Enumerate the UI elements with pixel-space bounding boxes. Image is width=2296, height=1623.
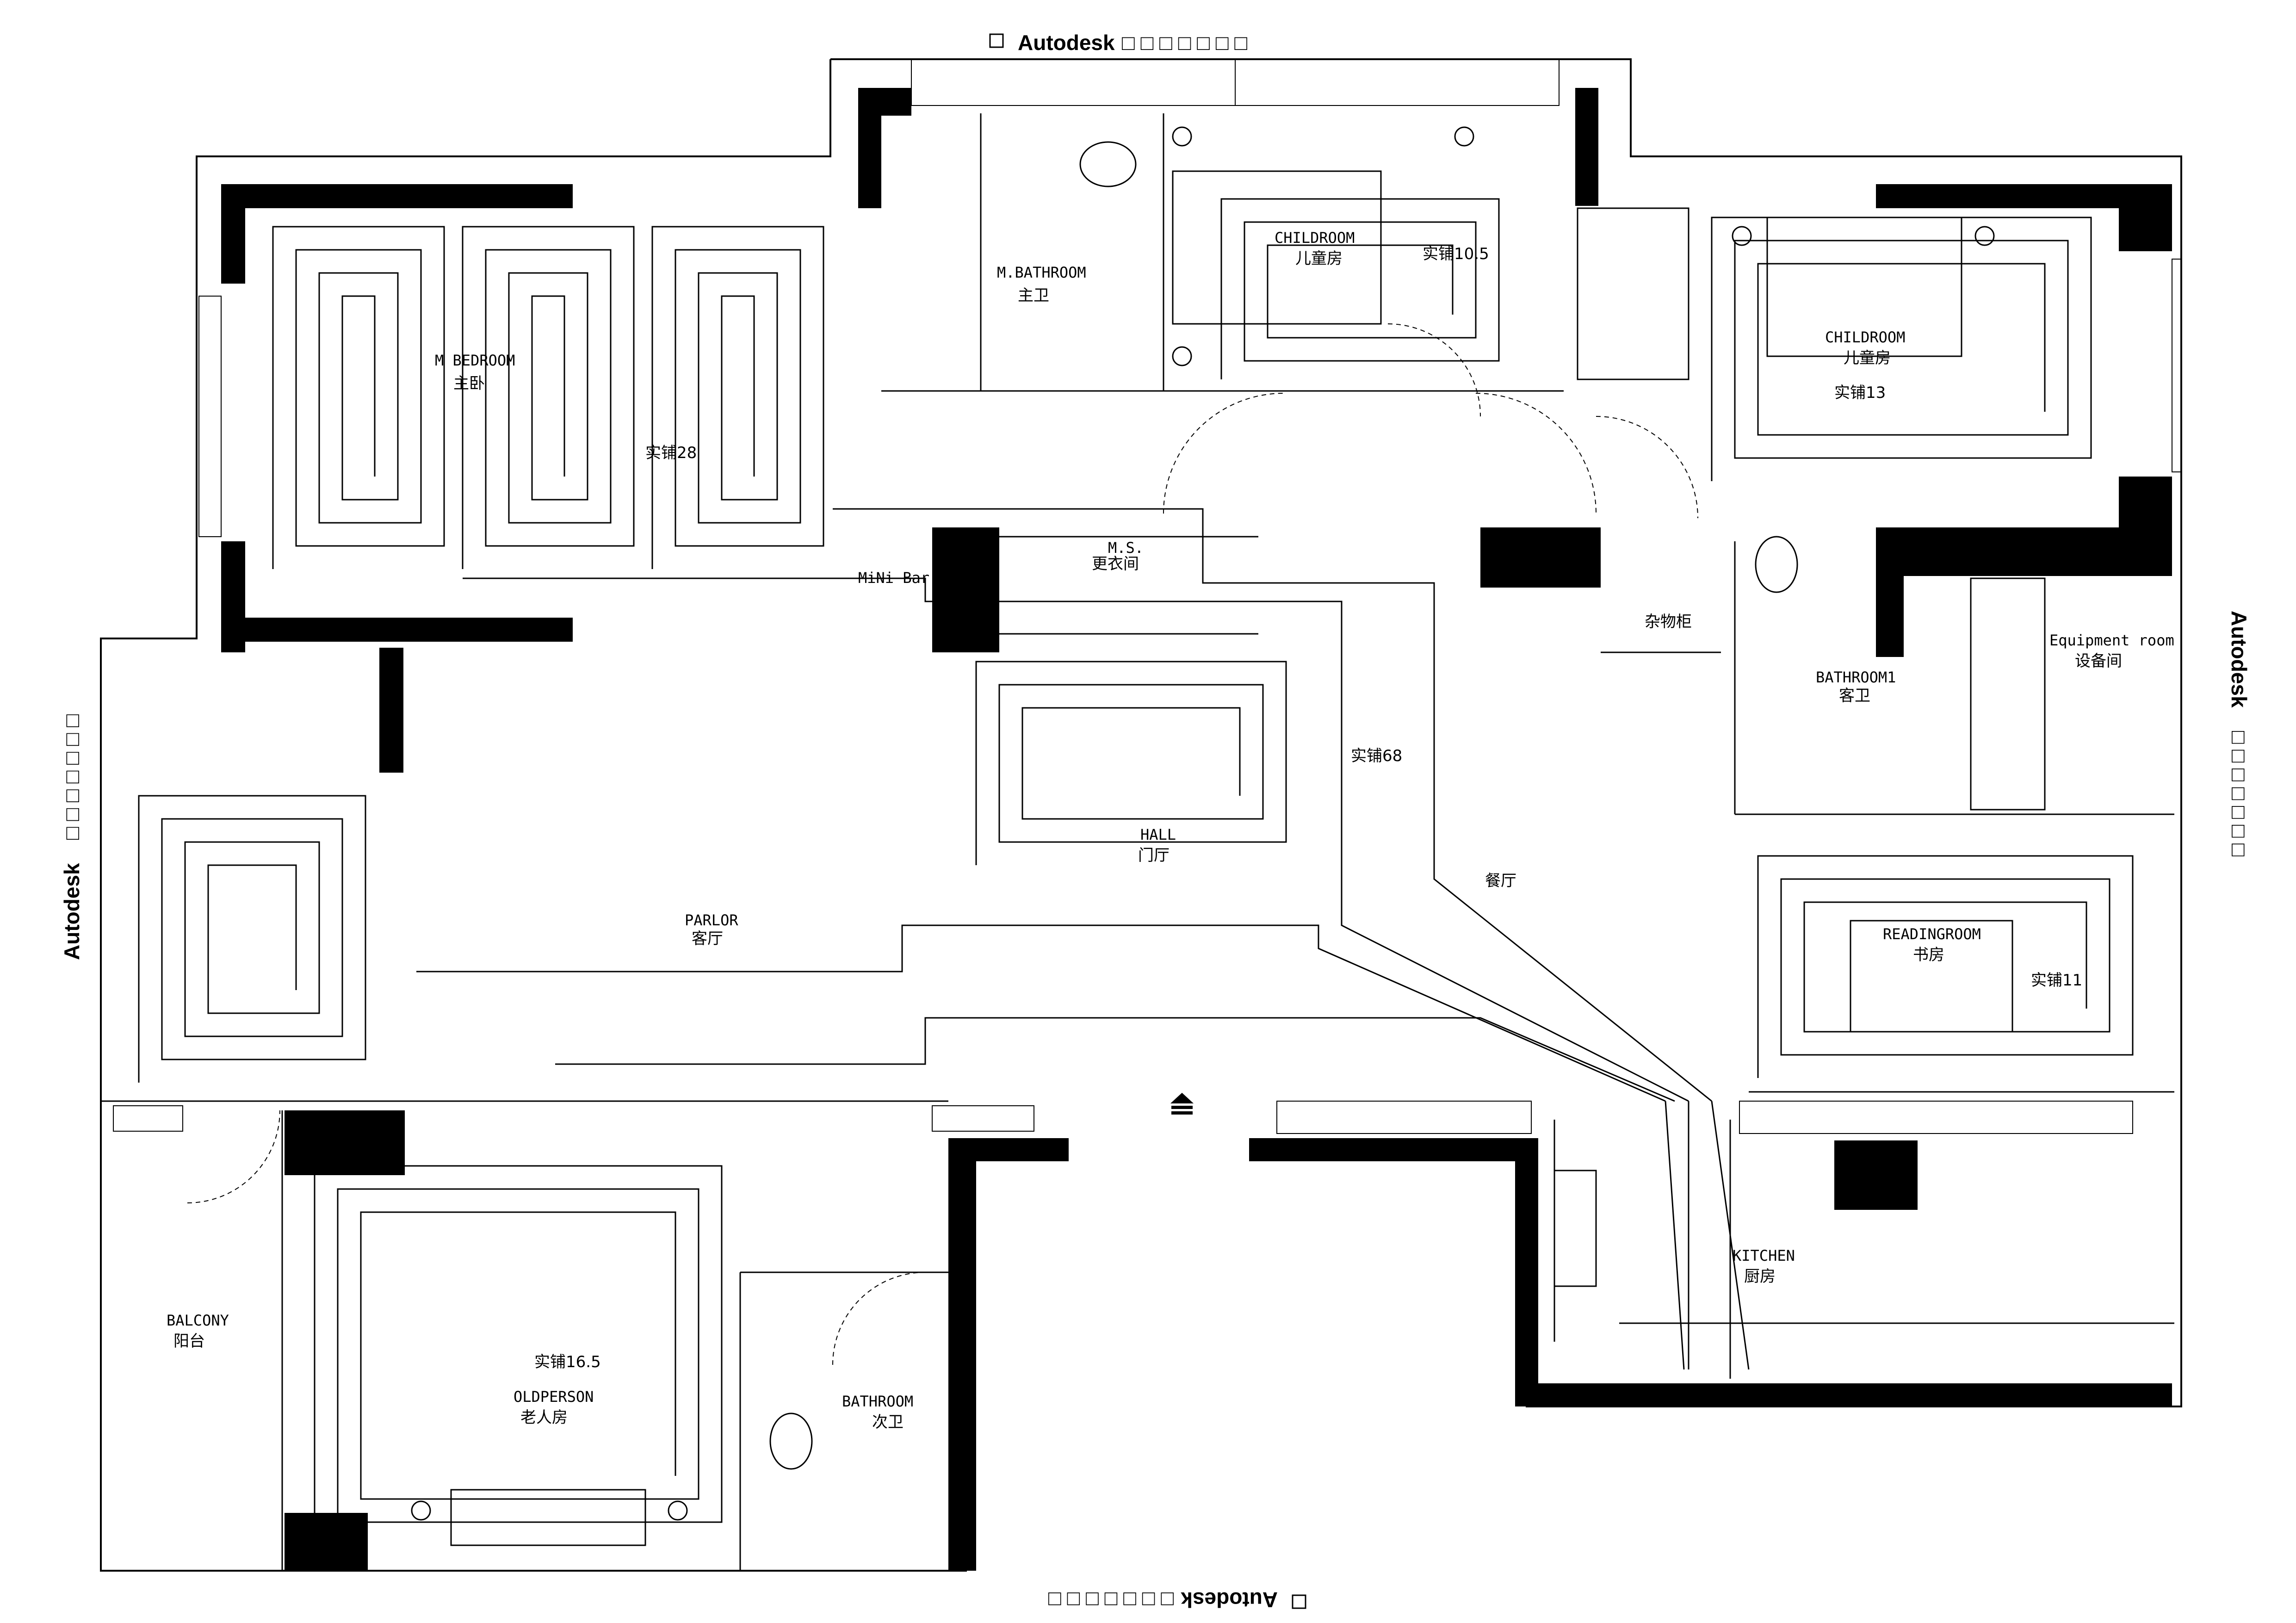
childroom-1-area: 实铺10.5 <box>1423 245 1489 263</box>
ms-zh: 更衣间 <box>1092 555 1139 573</box>
room-labels: M BEDROOM 主卧 实铺28 M.BATHROOM 主卫 CHILDROO… <box>167 229 2174 1431</box>
m-bedroom-zh: 主卧 <box>453 374 485 393</box>
watermark-top: Autodesk □ □ □ □ □ □ □ <box>989 31 1247 55</box>
watermark-right: Autodesk □ □ □ □ □ □ □ <box>2227 611 2251 856</box>
readingroom-zh: 书房 <box>1913 946 1944 964</box>
bathroom-en: BATHROOM <box>842 1393 913 1410</box>
watermark-bottom: Autodesk □ □ □ □ □ □ □ <box>1048 1588 1306 1612</box>
kitchen-zh: 厨房 <box>1744 1267 1776 1286</box>
hall-area: 实铺68 <box>1351 747 1402 765</box>
m-bathroom-en: M.BATHROOM <box>997 264 1086 281</box>
interior-walls <box>101 113 2174 1571</box>
dining-label: 餐厅 <box>1485 872 1516 890</box>
svg-text:Autodesk: Autodesk <box>60 863 84 960</box>
svg-text:Autodesk: Autodesk <box>2227 611 2251 708</box>
watermark-left: Autodesk □ □ □ □ □ □ □ <box>60 714 84 960</box>
hall-zh: 门厅 <box>1138 846 1170 865</box>
bathroom1-zh: 客卫 <box>1839 687 1870 705</box>
readingroom-area: 实铺11 <box>2031 971 2082 990</box>
oldperson-en: OLDPERSON <box>514 1388 594 1406</box>
svg-text:Autodesk: Autodesk <box>1018 31 1115 55</box>
childroom-2-zh: 儿童房 <box>1844 349 1891 367</box>
storage-label: 杂物柜 <box>1645 613 1692 631</box>
oldperson-zh: 老人房 <box>520 1408 568 1427</box>
parlor-en: PARLOR <box>685 911 738 929</box>
minibar-label: MiNi Bar <box>858 569 929 587</box>
parlor-zh: 客厅 <box>692 929 723 948</box>
readingroom-en: READINGROOM <box>1883 925 1981 943</box>
kitchen-en: KITCHEN <box>1733 1247 1795 1264</box>
balcony-en: BALCONY <box>167 1312 229 1329</box>
entrance-marker <box>1170 1093 1194 1115</box>
balcony-zh: 阳台 <box>173 1332 205 1350</box>
childroom-2-en: CHILDROOM <box>1825 328 1905 346</box>
childroom-2-area: 实铺13 <box>1834 384 1886 402</box>
oldperson-area: 实铺16.5 <box>534 1353 601 1371</box>
heating-pipes <box>138 198 2134 1545</box>
windows <box>113 59 2182 1134</box>
hall-en: HALL <box>1140 826 1176 843</box>
childroom-1-en: CHILDROOM <box>1275 229 1355 247</box>
childroom-1-zh: 儿童房 <box>1295 249 1343 268</box>
svg-text:□ □ □ □ □ □ □: □ □ □ □ □ □ □ <box>1048 1588 1174 1612</box>
equipment-en: Equipment room <box>2049 632 2174 649</box>
svg-text:□ □ □ □ □ □ □: □ □ □ □ □ □ □ <box>2227 731 2251 856</box>
bathroom-zh: 次卫 <box>872 1413 904 1431</box>
door-swings <box>187 323 1698 1365</box>
m-bedroom-en: M BEDROOM <box>435 352 515 369</box>
equipment-zh: 设备间 <box>2075 652 2122 670</box>
m-bedroom-area: 实铺28 <box>645 444 697 462</box>
thick-walls <box>221 88 2172 1571</box>
bathroom1-en: BATHROOM1 <box>1816 669 1896 686</box>
svg-text:□ □ □ □ □ □ □: □ □ □ □ □ □ □ <box>60 714 84 840</box>
m-bathroom-zh: 主卫 <box>1018 286 1049 305</box>
fixtures <box>411 126 2046 1546</box>
ms-en: M.S. <box>1108 539 1144 557</box>
svg-text:□ □ □ □ □ □ □: □ □ □ □ □ □ □ <box>1122 31 1247 55</box>
svg-text:Autodesk: Autodesk <box>1181 1588 1278 1612</box>
